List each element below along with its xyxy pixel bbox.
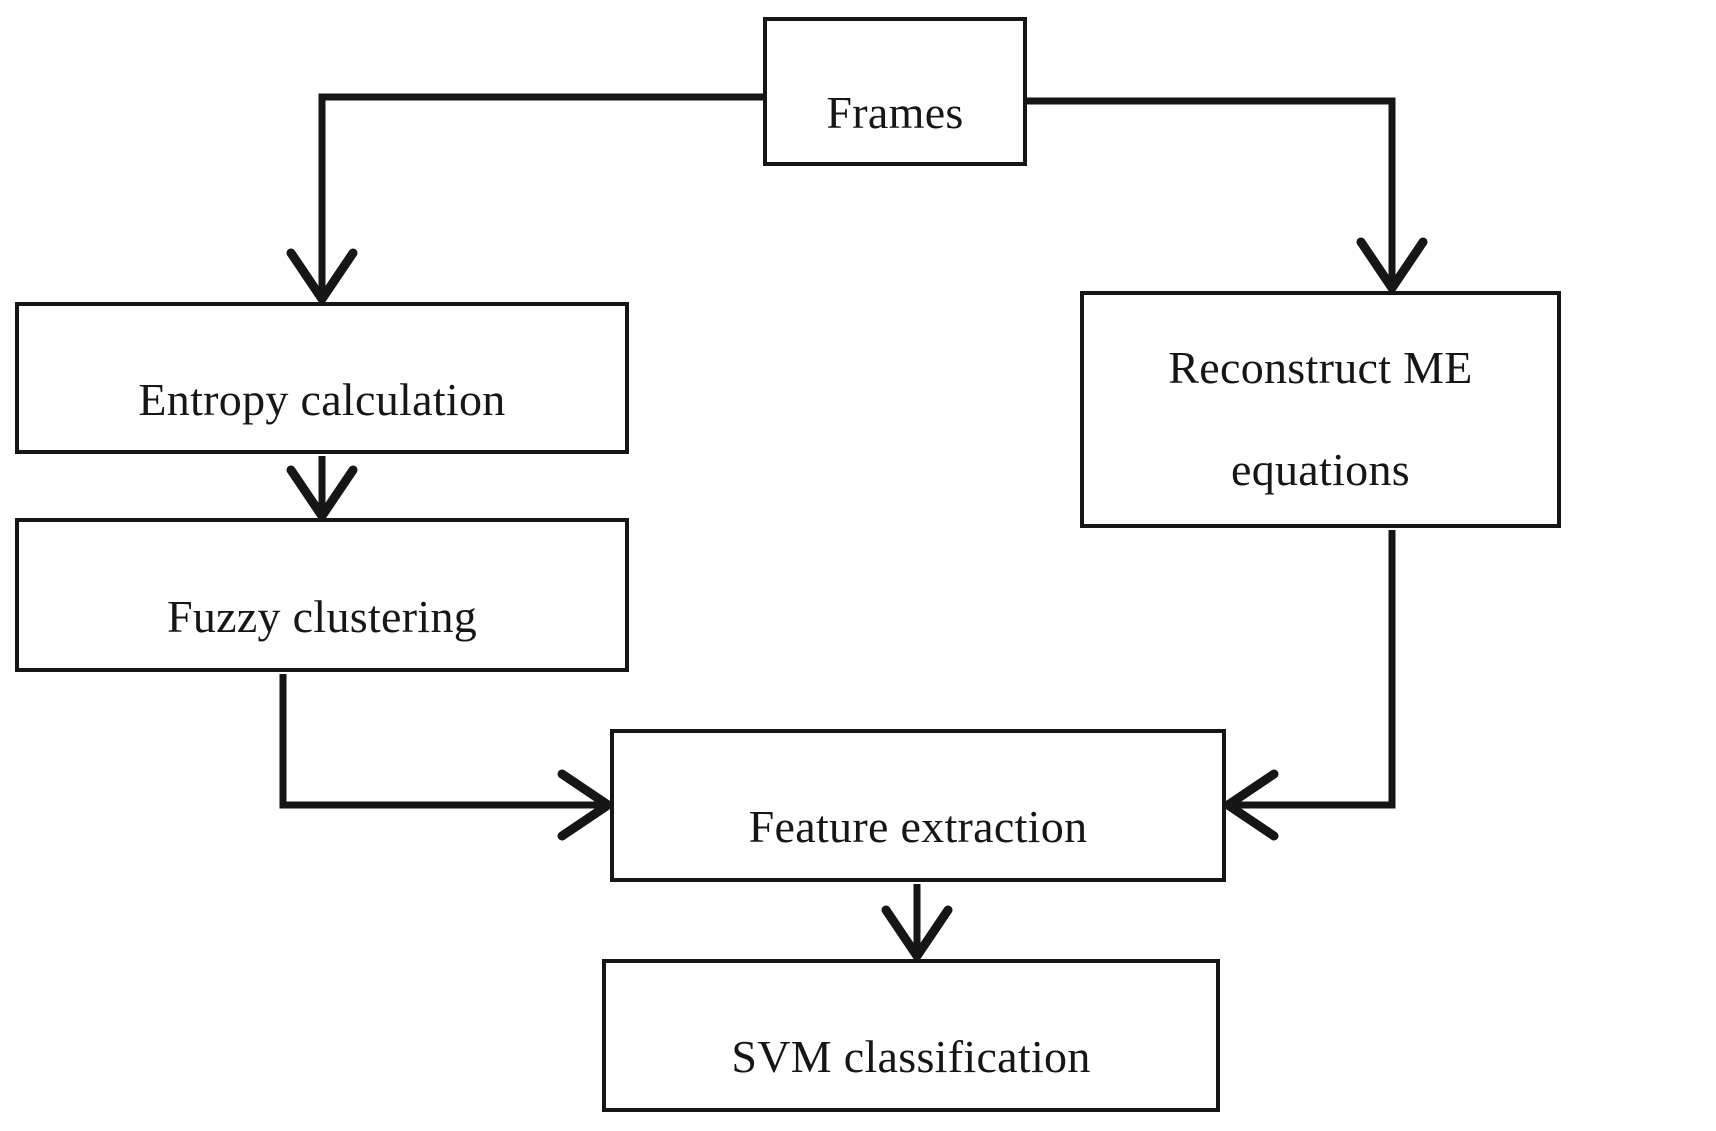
edge-line xyxy=(318,93,763,296)
node-reconstruct-me-equations: Reconstruct ME equations xyxy=(1080,291,1561,528)
arrowhead-down-icon xyxy=(286,248,358,304)
edge-line xyxy=(1027,97,1396,285)
arrowhead-down-icon xyxy=(881,905,953,961)
arrowhead-right-icon xyxy=(557,769,613,841)
node-frames-label: Frames xyxy=(826,87,964,139)
arrowhead-down-icon xyxy=(286,465,358,521)
node-fuzzy-clustering-label: Fuzzy clustering xyxy=(166,590,478,642)
arrowhead-down-icon xyxy=(1356,237,1428,293)
node-reconstruct-label-line-2: equations xyxy=(1230,443,1410,495)
edge-frames-to-reconstruct xyxy=(1027,97,1428,293)
node-svm-classification: SVM classification xyxy=(602,959,1220,1112)
arrowhead-left-icon xyxy=(1223,769,1279,841)
edge-frames-to-entropy xyxy=(286,93,763,304)
node-entropy-calculation-label: Entropy calculation xyxy=(138,373,506,425)
edge-fuzzy-to-feature xyxy=(279,674,613,841)
node-frames: Frames xyxy=(763,17,1027,166)
node-feature-extraction: Feature extraction xyxy=(610,729,1226,882)
edge-reconstruct-to-feature xyxy=(1223,530,1396,841)
node-reconstruct-me-equations-label: Reconstruct ME equations xyxy=(1168,317,1472,519)
edge-line xyxy=(279,674,604,809)
edge-entropy-to-fuzzy xyxy=(286,456,358,521)
node-fuzzy-clustering: Fuzzy clustering xyxy=(15,518,629,672)
node-svm-classification-label: SVM classification xyxy=(731,1031,1091,1083)
edge-line xyxy=(1232,530,1396,809)
node-entropy-calculation: Entropy calculation xyxy=(15,302,629,454)
node-reconstruct-label-line-1: Reconstruct ME xyxy=(1168,342,1473,394)
node-feature-extraction-label: Feature extraction xyxy=(748,801,1088,853)
edge-feature-to-svm xyxy=(881,884,953,961)
